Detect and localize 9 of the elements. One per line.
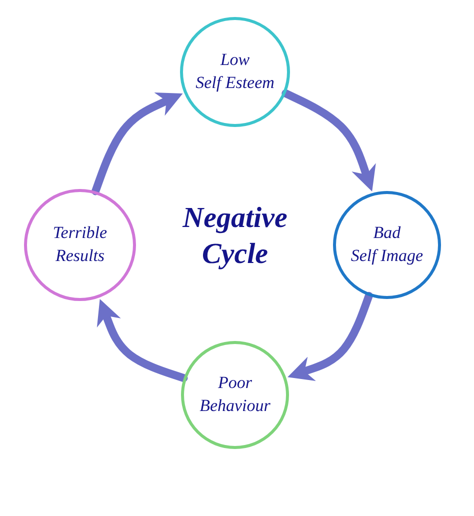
node-label: Low Self Esteem bbox=[194, 49, 276, 94]
curved-arrow bbox=[288, 292, 373, 381]
curved-arrow bbox=[282, 89, 376, 192]
curved-arrow bbox=[92, 92, 183, 196]
node-label: Bad Self Image bbox=[350, 222, 424, 267]
node-label: Poor Behaviour bbox=[198, 372, 272, 417]
diagram-title: Negative Cycle bbox=[181, 201, 288, 272]
curved-arrow bbox=[96, 299, 188, 382]
node-label: Terrible Results bbox=[52, 222, 108, 267]
